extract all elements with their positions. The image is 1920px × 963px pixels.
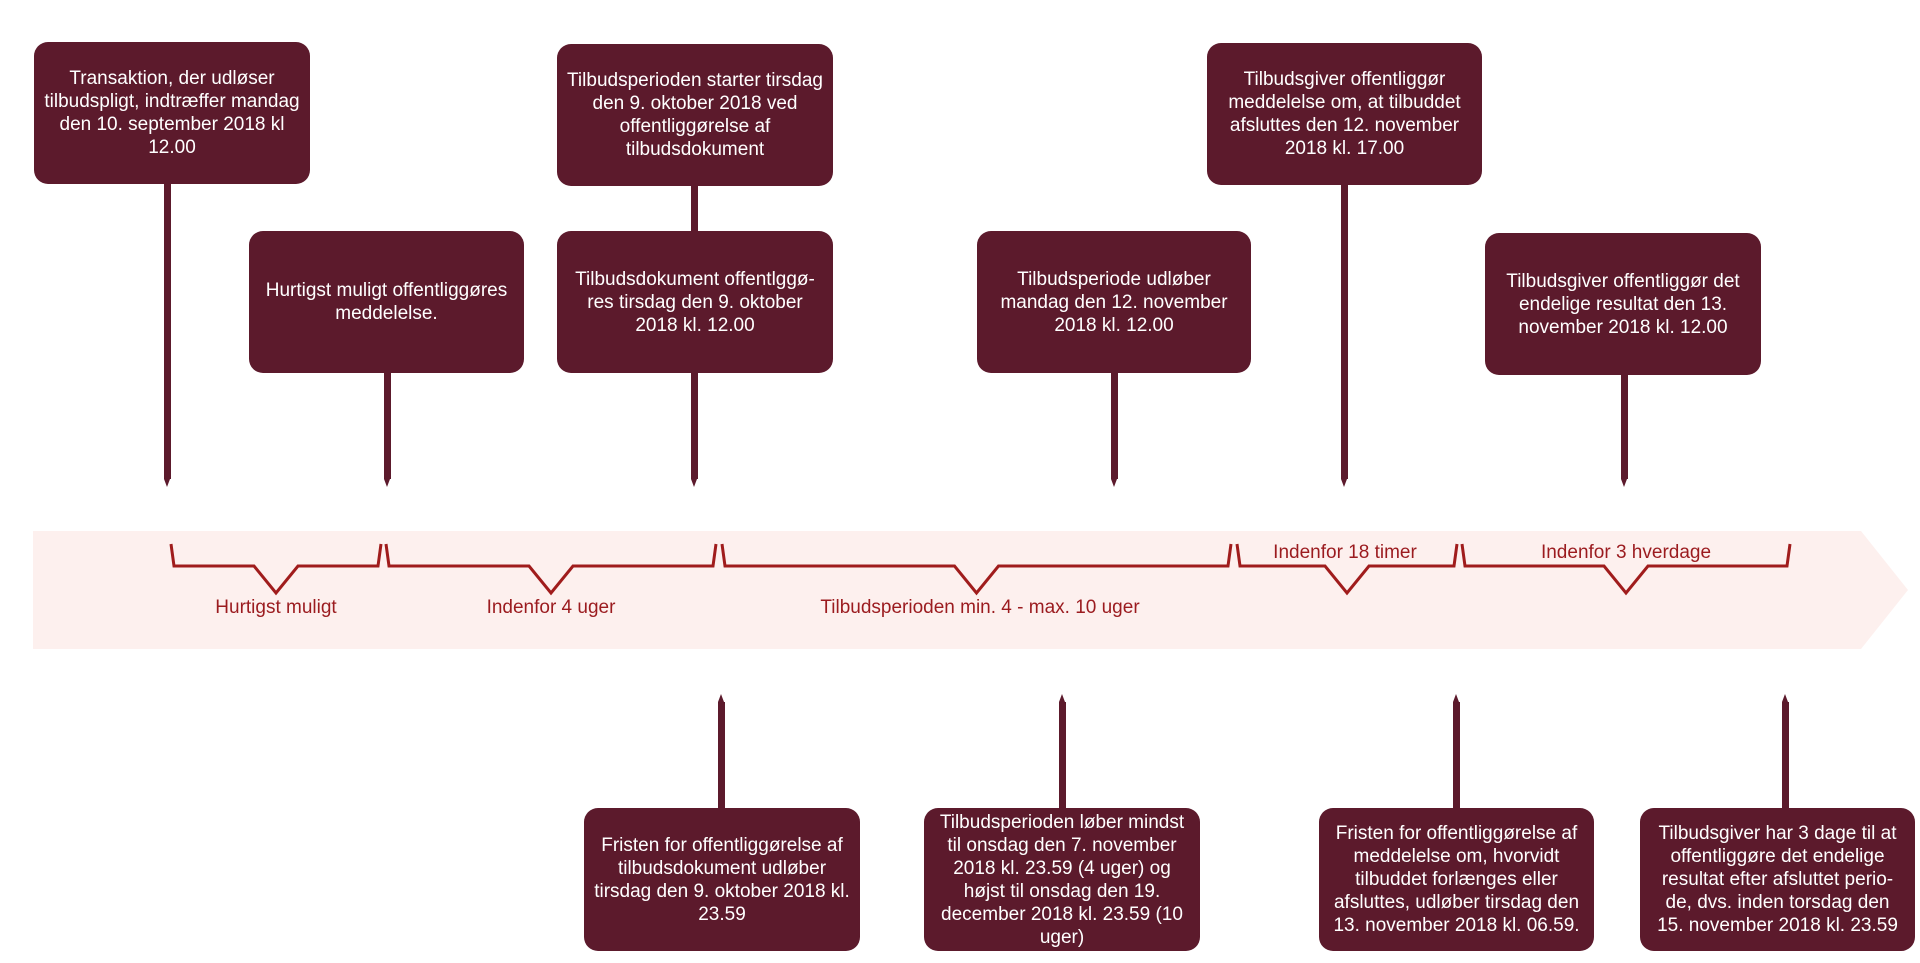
- period-label-4-weeks: Indenfor 4 uger: [486, 597, 616, 618]
- event-box-offer-period-range: Tilbudsperioden løber mindst til onsdag …: [924, 808, 1200, 951]
- event-box-announcement: Hurtigst muligt offentliggøres meddelels…: [249, 231, 524, 373]
- event-box-close-announcement: Tilbudsgiver offentliggør meddelelse om,…: [1207, 43, 1482, 185]
- event-box-final-result: Tilbudsgiver offentliggør det endelige r…: [1485, 233, 1761, 375]
- period-label-18-hours: Indenfor 18 timer: [1273, 542, 1417, 563]
- period-label-asap: Hurtigst muligt: [215, 597, 337, 618]
- event-stem: [1621, 375, 1628, 487]
- timeline-arrow: [33, 531, 1908, 649]
- event-stem: [164, 184, 171, 487]
- period-label-offer-period: Tilbudsperioden min. 4 - max. 10 uger: [820, 597, 1140, 618]
- event-stem: [384, 373, 391, 487]
- event-box-document-deadline: Fristen for offentliggørelse af tilbudsd…: [584, 808, 860, 951]
- event-stem: [691, 373, 698, 487]
- event-connector: [691, 186, 698, 231]
- event-box-result-deadline: Tilbudsgiver har 3 dage til at offentlig…: [1640, 808, 1915, 951]
- event-stem: [1341, 185, 1348, 487]
- event-stem: [1453, 694, 1460, 808]
- event-stem: [1059, 694, 1066, 808]
- event-box-offer-document: Tilbudsdokument offentlggø-res tirsdag d…: [557, 231, 833, 373]
- event-stem: [718, 694, 725, 808]
- event-box-transaction: Transaktion, der udløser tilbudspligt, i…: [34, 42, 310, 184]
- event-stem: [1782, 694, 1789, 808]
- event-box-offer-period-end: Tilbudsperiode udløber mandag den 12. no…: [977, 231, 1251, 373]
- period-brackets: [169, 543, 1792, 596]
- period-label-3-workdays: Indenfor 3 hverdage: [1540, 542, 1712, 563]
- event-stem: [1111, 373, 1118, 487]
- event-box-offer-period-start: Tilbudsperioden starter tirsdag den 9. o…: [557, 44, 833, 186]
- event-box-extension-deadline: Fristen for offentliggørelse af meddelel…: [1319, 808, 1594, 951]
